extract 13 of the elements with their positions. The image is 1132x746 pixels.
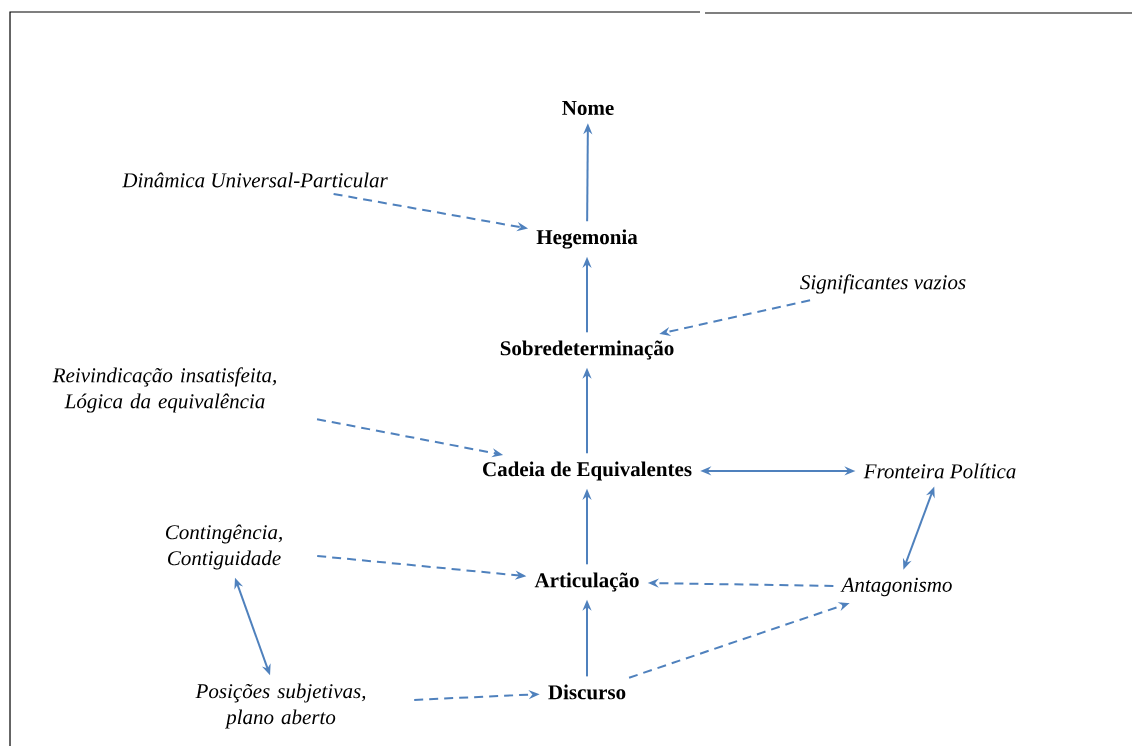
concept-label: Antagonismo	[840, 577, 952, 597]
concept-label: Significantes vazios	[800, 274, 966, 294]
concept-label: Posições subjetivas, plano aberto	[195, 683, 366, 729]
concept-label: Contingência, Contiguidade	[166, 524, 282, 570]
concept-label: Dinâmica Universal-Particular	[122, 172, 388, 188]
term-label: Nome	[562, 101, 614, 115]
term-label: Sobredeterminação	[500, 340, 674, 360]
term-label: Cadeia de Equivalentes	[483, 461, 692, 481]
term-label: Hegemonia	[536, 229, 638, 249]
concept-label: Reivindicação insatisfeita, Lógica da equivalência	[52, 367, 276, 413]
concept-label: Fronteira Política	[863, 463, 1016, 479]
term-label: Discurso	[548, 684, 626, 700]
term-label: Articulação	[534, 572, 639, 592]
